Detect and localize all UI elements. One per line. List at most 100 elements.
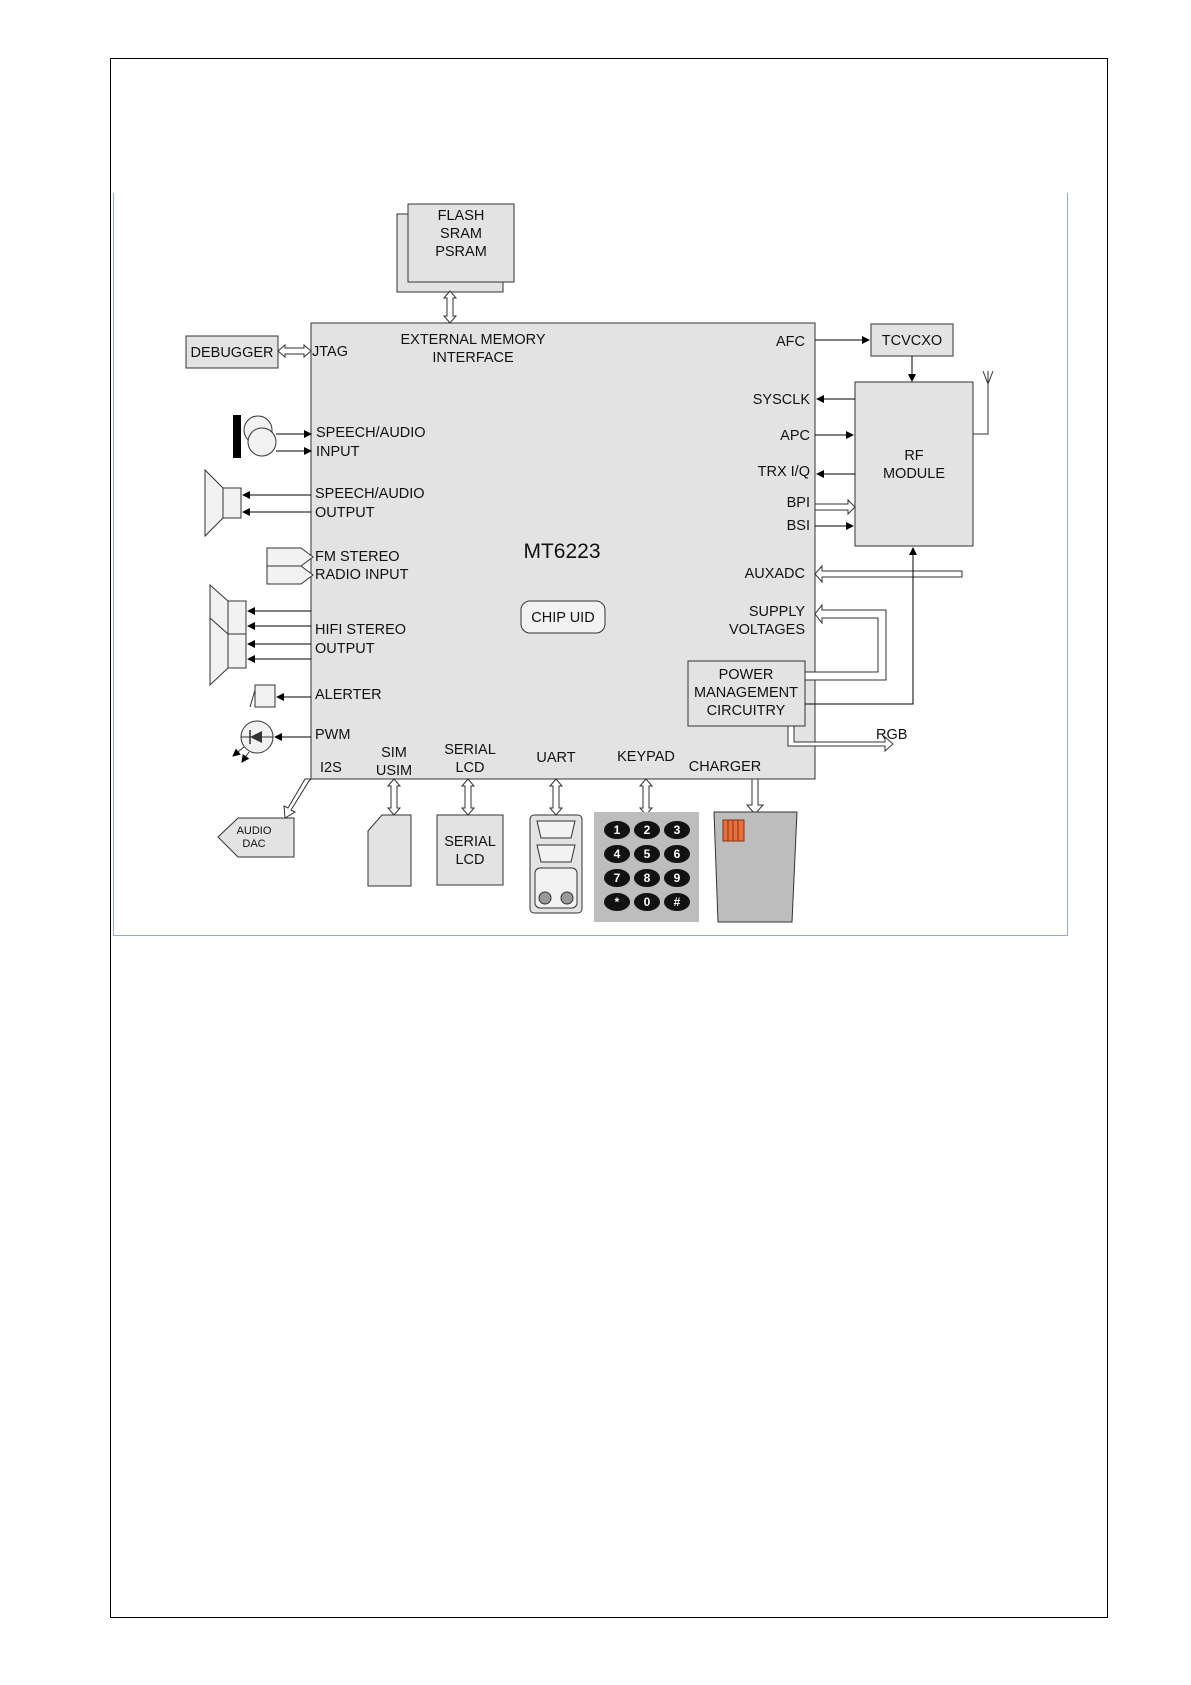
rf-module-label-2: MODULE bbox=[883, 466, 945, 482]
keypad-key-label: 6 bbox=[674, 847, 681, 861]
keypad-key-label: 5 bbox=[644, 847, 651, 861]
alerter-label: ALERTER bbox=[315, 687, 382, 703]
serial-lcd-label-2: LCD bbox=[455, 760, 484, 776]
bpi-label: BPI bbox=[787, 495, 810, 511]
keypad-key bbox=[664, 893, 690, 911]
speaker-icon bbox=[204, 468, 242, 538]
chip-name: MT6223 bbox=[523, 540, 600, 563]
keypad-key-label: 0 bbox=[644, 895, 651, 909]
keypad-key-label: # bbox=[674, 895, 681, 909]
keypad-key-label: 1 bbox=[614, 823, 621, 837]
bsi-label: BSI bbox=[787, 518, 810, 534]
sysclk-label: SYSCLK bbox=[753, 392, 811, 408]
speech-in-label-1: SPEECH/AUDIO bbox=[316, 425, 426, 441]
keypad-key bbox=[634, 845, 660, 863]
fm-label-1: FM STEREO bbox=[315, 549, 400, 565]
keypad-key bbox=[634, 893, 660, 911]
speech-out-label-1: SPEECH/AUDIO bbox=[315, 486, 425, 502]
tcvcxo-label: TCVCXO bbox=[882, 333, 942, 349]
debugger-box bbox=[185, 335, 279, 369]
speech-in-label-2: INPUT bbox=[316, 444, 360, 460]
keypad-key-label: 3 bbox=[674, 823, 681, 837]
keypad-key bbox=[634, 821, 660, 839]
hifi-label-1: HIFI STEREO bbox=[315, 622, 406, 638]
keypad-key bbox=[664, 869, 690, 887]
speech-out-label-2: OUTPUT bbox=[315, 505, 375, 521]
keypad-key-label: 4 bbox=[614, 847, 621, 861]
serial-lcd-box-label-2: LCD bbox=[455, 852, 484, 868]
sim-label-1: SIM bbox=[381, 745, 407, 761]
keypad-key bbox=[634, 869, 660, 887]
uart-connector-icon bbox=[529, 814, 583, 914]
power-management-box bbox=[687, 660, 806, 727]
audio-dac-box: AUDIO DAC bbox=[217, 817, 295, 858]
memory-label-2: SRAM bbox=[440, 226, 482, 242]
pwm-label: PWM bbox=[315, 727, 350, 743]
ext-mem-label-1: EXTERNAL MEMORY bbox=[400, 332, 545, 348]
supply-label-2: VOLTAGES bbox=[729, 622, 805, 638]
serial-lcd-box-label-1: SERIAL bbox=[444, 834, 496, 850]
trx-label: TRX I/Q bbox=[758, 464, 810, 480]
power-mgmt-label-3: CIRCUITRY bbox=[707, 703, 786, 719]
audio-dac-label-1: AUDIO bbox=[237, 825, 272, 837]
fm-radio-icon bbox=[266, 547, 314, 585]
apc-label: APC bbox=[780, 428, 810, 444]
supply-label-1: SUPPLY bbox=[749, 604, 805, 620]
sim-card-icon bbox=[367, 814, 412, 887]
memory-label-1: FLASH bbox=[438, 208, 485, 224]
serial-lcd-label-1: SERIAL bbox=[444, 742, 496, 758]
rf-module-box bbox=[854, 381, 974, 547]
keypad-key bbox=[664, 821, 690, 839]
rgb-label: RGB bbox=[876, 727, 907, 743]
keypad-key bbox=[664, 845, 690, 863]
power-mgmt-label-1: POWER bbox=[719, 667, 774, 683]
uart-label: UART bbox=[536, 750, 575, 766]
microphone-icon bbox=[233, 415, 277, 458]
memory-bus-arrow bbox=[442, 290, 458, 324]
charger-icon bbox=[713, 811, 798, 923]
sim-label-2: USIM bbox=[376, 763, 412, 779]
jtag-label: JTAG bbox=[312, 344, 348, 360]
diagram-frame bbox=[113, 193, 1068, 936]
tcvcxo-box bbox=[870, 323, 954, 357]
auxadc-bus-arrow bbox=[814, 564, 963, 584]
keypad-key bbox=[604, 821, 630, 839]
keypad-key bbox=[604, 845, 630, 863]
jtag-arrow bbox=[277, 343, 312, 359]
page-border bbox=[110, 58, 1108, 1618]
bpi-bus-arrow bbox=[814, 498, 856, 516]
charger-label: CHARGER bbox=[689, 759, 762, 775]
keypad-key-label: * bbox=[615, 895, 620, 909]
hifi-label-2: OUTPUT bbox=[315, 641, 375, 657]
keypad-key-label: 2 bbox=[644, 823, 651, 837]
memory-block: FLASH SRAM PSRAM bbox=[396, 203, 515, 293]
keypad-key bbox=[604, 893, 630, 911]
afc-label: AFC bbox=[776, 334, 805, 350]
keypad-key-label: 9 bbox=[674, 871, 681, 885]
i2s-label: I2S bbox=[320, 760, 342, 776]
ext-mem-label-2: INTERFACE bbox=[432, 350, 514, 366]
rf-module-label-1: RF bbox=[904, 448, 923, 464]
led-icon bbox=[232, 720, 274, 763]
keypad-key-label: 7 bbox=[614, 871, 621, 885]
hifi-speakers-icon bbox=[209, 583, 247, 687]
audio-dac-label-2: DAC bbox=[242, 838, 265, 850]
antenna-icon bbox=[973, 370, 994, 435]
memory-label-3: PSRAM bbox=[435, 244, 487, 260]
bottom-bus-arrows bbox=[386, 778, 765, 816]
keypad-key-label: 8 bbox=[644, 871, 651, 885]
fm-label-2: RADIO INPUT bbox=[315, 567, 409, 583]
rgb-bus-arrow bbox=[787, 725, 894, 753]
power-mgmt-label-2: MANAGEMENT bbox=[694, 685, 798, 701]
chip-uid-box bbox=[520, 600, 606, 634]
serial-lcd-box bbox=[436, 814, 504, 886]
chip-uid-label: CHIP UID bbox=[531, 610, 594, 626]
i2s-arrow bbox=[283, 778, 313, 819]
auxadc-label: AUXADC bbox=[745, 566, 805, 582]
debugger-label: DEBUGGER bbox=[191, 345, 274, 361]
keypad-key bbox=[604, 869, 630, 887]
keypad-label: KEYPAD bbox=[617, 749, 675, 765]
keypad-keys: 1 2 3 4 5 6 7 8 9 * 0 # bbox=[604, 821, 690, 911]
supply-bus-arrow bbox=[804, 603, 887, 681]
